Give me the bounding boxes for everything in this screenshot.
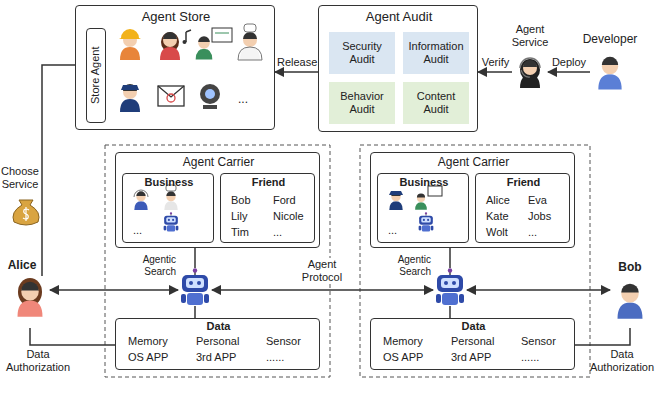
node-text: Lily: [231, 210, 248, 223]
node-title: Content Audit: [403, 82, 469, 124]
connector: [42, 65, 75, 276]
connector: [548, 71, 590, 73]
connector: [449, 306, 451, 318]
node-text: Jobs: [528, 210, 551, 223]
business-box: Business...: [377, 173, 469, 243]
data-box: DataMemory Personal Sensor OS APP 3rd APP...…: [115, 318, 320, 370]
data-box: DataMemory Personal Sensor OS APP 3rd APP...…: [370, 318, 575, 370]
node-title: Agent Carrier: [371, 155, 576, 169]
store-box: Agent StoreStore Agent: [75, 5, 275, 130]
node-title: Store Agent: [87, 29, 105, 122]
audit-item: Behavior Audit: [329, 82, 395, 124]
node-title: Friend: [221, 176, 316, 189]
friend-box: FriendBob FordLily NicoleTim...: [220, 173, 315, 243]
node-title: Agentic Search: [132, 254, 176, 278]
connector: [212, 289, 433, 291]
business-box: Business...: [122, 173, 214, 243]
node-text: Bob: [231, 194, 251, 207]
node-text: ......: [521, 351, 539, 364]
edge-label: Data Authorization: [2, 348, 74, 374]
connector: [194, 248, 196, 268]
connector: [50, 289, 178, 291]
audit-item: Information Audit: [403, 32, 469, 74]
developer-icon: Developer: [590, 52, 630, 94]
carrier-box: Agent CarrierBusiness... FriendBob FordLil…: [115, 152, 320, 248]
node-title: Data: [371, 320, 576, 333]
friend-box: FriendAlice EvaKate JobsWolt...: [475, 173, 570, 243]
node-title: Agent Carrier: [116, 155, 321, 169]
node-title: Agent Service: [500, 23, 560, 49]
node-title: Agent Audit: [319, 9, 479, 25]
node-title: Business: [123, 176, 215, 189]
audit-item: Content Audit: [403, 82, 469, 124]
node-title: Friend: [476, 176, 571, 189]
edge-label: Release: [277, 56, 317, 69]
store-agent-box: Store Agent: [86, 28, 106, 123]
node-text: ......: [266, 351, 284, 364]
connector: [575, 328, 630, 345]
edge-label: Agent Protocol: [292, 258, 352, 284]
node-text: Tim: [231, 226, 249, 239]
node-text: ...: [528, 226, 537, 239]
node-text: Sensor: [266, 335, 301, 348]
node-text: 3rd APP: [451, 351, 491, 364]
node-title: Security Audit: [329, 32, 395, 74]
service-icon: Agent Service: [512, 56, 548, 92]
node-title: Data: [116, 320, 321, 333]
person-icons: [18, 57, 643, 319]
node-text: Wolt: [486, 226, 508, 239]
connector: [194, 306, 196, 318]
agent-robot: Agentic Search: [178, 268, 212, 306]
node-text: ...: [133, 224, 142, 237]
connector: [478, 71, 512, 73]
dashed-container: [105, 145, 590, 377]
node-text: Eva: [528, 194, 547, 207]
connector: [275, 71, 318, 73]
node-title: Behavior Audit: [329, 82, 395, 124]
node-text: 3rd APP: [196, 351, 236, 364]
node-text: Ford: [273, 194, 296, 207]
store-icons: [119, 24, 262, 112]
node-text: OS APP: [383, 351, 423, 364]
node-text: ...: [388, 224, 397, 237]
edge-label: Choose Service: [0, 165, 40, 191]
audit-box: Agent AuditSecurity AuditInformation Aud…: [318, 5, 478, 132]
node-text: Personal: [196, 335, 239, 348]
node-text: Alice: [486, 194, 510, 207]
node-title: Bob: [604, 260, 656, 274]
edge-label: Data Authorization: [586, 348, 658, 374]
node-text: ...: [273, 226, 282, 239]
node-title: Agent Store: [76, 9, 276, 25]
node-title: Alice: [2, 258, 42, 272]
money-bag: [13, 200, 39, 225]
node-text: OS APP: [128, 351, 168, 364]
node-text: Memory: [383, 335, 423, 348]
edge-label: Deploy: [550, 56, 588, 69]
audit-item: Security Audit: [329, 32, 395, 74]
node-text: Memory: [128, 335, 168, 348]
user-icon: Bob: [610, 278, 650, 328]
node-text: Sensor: [521, 335, 556, 348]
connector: [30, 328, 115, 345]
edge-label: Verify: [479, 56, 512, 69]
user-icon: Alice: [10, 276, 50, 328]
node-title: Business: [378, 176, 470, 189]
agent-robot: Agentic Search: [433, 268, 467, 306]
node-title: Developer: [575, 32, 645, 46]
node-text: Personal: [451, 335, 494, 348]
connector: [467, 289, 610, 291]
node-title: Agentic Search: [387, 254, 431, 278]
node-text: Kate: [486, 210, 509, 223]
node-text: Nicole: [273, 210, 304, 223]
node-title: Information Audit: [403, 32, 469, 74]
ellipsis-label: ...: [238, 92, 248, 106]
connector: [449, 248, 451, 268]
carrier-box: Agent CarrierBusiness... FriendAlice EvaKa…: [370, 152, 575, 248]
